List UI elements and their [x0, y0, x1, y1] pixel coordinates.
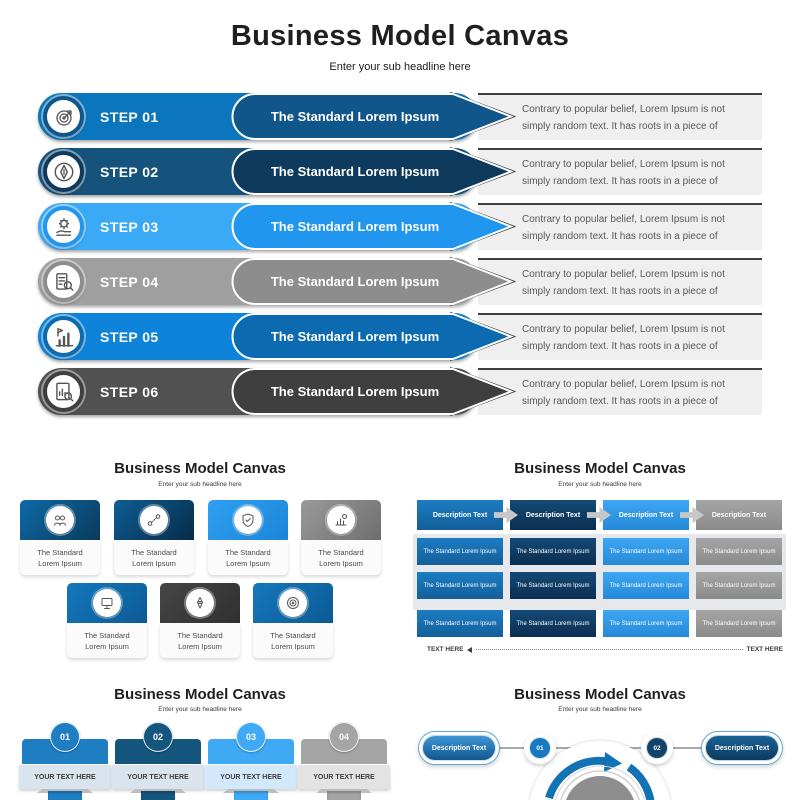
step-banner-shape: [231, 91, 517, 142]
hand-gear-icon: [43, 206, 84, 247]
step-number-circle: 01: [50, 722, 80, 752]
column-text-panel: YOUR TEXT HERE: [298, 765, 390, 789]
thumb-subtitle: Enter your sub headline here: [558, 706, 642, 713]
step-row: Contrary to popular belief, Lorem Ipsum …: [38, 146, 762, 197]
left-arrowhead-icon: [467, 646, 473, 653]
thumb-title: Business Model Canvas: [514, 686, 686, 703]
description-capsule-left: Description Text: [418, 731, 500, 765]
step-row: Contrary to popular belief, Lorem Ipsum …: [38, 311, 762, 362]
route-icon: [140, 506, 168, 534]
matrix-cell: The Standard Lorem Ipsum: [417, 610, 503, 637]
pen-tool-icon: [186, 589, 214, 617]
ribbon: [327, 791, 361, 800]
step-banner-shape: [231, 311, 517, 362]
step-description: Contrary to popular belief, Lorem Ipsum …: [478, 258, 762, 305]
page-title: Business Model Canvas: [230, 20, 570, 52]
pen-nib-icon: [43, 151, 84, 192]
shield-icon: [234, 506, 262, 534]
step-description: Contrary to popular belief, Lorem Ipsum …: [478, 313, 762, 360]
step-banner-label: The Standard Lorem Ipsum: [270, 329, 440, 344]
matrix-cell: The Standard Lorem Ipsum: [417, 538, 503, 565]
matrix-cell: The Standard Lorem Ipsum: [696, 572, 782, 599]
step-label: STEP 06: [100, 383, 159, 400]
matrix-cell: The Standard Lorem Ipsum: [603, 572, 689, 599]
step-number-circle: 03: [236, 722, 266, 752]
matrix-cell: The Standard Lorem Ipsum: [510, 572, 596, 599]
matrix-header: Description Text: [417, 500, 503, 530]
people-icon: [46, 506, 74, 534]
matrix-cell: The Standard Lorem Ipsum: [696, 610, 782, 637]
step-banner-label: The Standard Lorem Ipsum: [270, 164, 440, 179]
step-banner-label: The Standard Lorem Ipsum: [270, 219, 440, 234]
ribbon: [141, 791, 175, 800]
target-arrow-icon: [43, 96, 84, 137]
thumb-subtitle: Enter your sub headline here: [558, 481, 642, 488]
matrix-cell: The Standard Lorem Ipsum: [696, 538, 782, 565]
matrix-cell: The Standard Lorem Ipsum: [510, 610, 596, 637]
thumb-title: Business Model Canvas: [114, 686, 286, 703]
thumb-subtitle: Enter your sub headline here: [158, 706, 242, 713]
cycle-number-2: 02: [646, 737, 668, 759]
footer-left-label: TEXT HERE: [427, 646, 464, 653]
step-banner-shape: [231, 256, 517, 307]
step-label: STEP 01: [100, 108, 159, 125]
growth-chart-icon: [43, 316, 84, 357]
step-banner-shape: [231, 201, 517, 252]
matrix-cell: The Standard Lorem Ipsum: [417, 572, 503, 599]
matrix-cell: The Standard Lorem Ipsum: [603, 538, 689, 565]
step-banner-label: The Standard Lorem Ipsum: [270, 274, 440, 289]
step-description: Contrary to popular belief, Lorem Ipsum …: [478, 148, 762, 195]
column-text-panel: YOUR TEXT HERE: [205, 765, 297, 789]
matrix-header: Description Text: [510, 500, 596, 530]
matrix-header: Description Text: [696, 500, 782, 530]
step-label: STEP 02: [100, 163, 159, 180]
description-capsule-right: Description Text: [701, 731, 783, 765]
column-text-panel: YOUR TEXT HERE: [19, 765, 111, 789]
chart-gear-icon: [327, 506, 355, 534]
step-description: Contrary to popular belief, Lorem Ipsum …: [478, 203, 762, 250]
dotted-line: [476, 649, 743, 650]
step-label: STEP 05: [100, 328, 159, 345]
monitor-icon: [93, 589, 121, 617]
matrix-header: Description Text: [603, 500, 689, 530]
report-search-icon: [43, 371, 84, 412]
target-icon: [279, 589, 307, 617]
step-banner-label: The Standard Lorem Ipsum: [270, 384, 440, 399]
cycle-number-1: 01: [529, 737, 551, 759]
matrix-footer: TEXT HERE TEXT HERE: [427, 646, 783, 653]
column-text-panel: YOUR TEXT HERE: [112, 765, 204, 789]
step-number-circle: 02: [143, 722, 173, 752]
footer-right-label: TEXT HERE: [746, 646, 783, 653]
step-row: Contrary to popular belief, Lorem Ipsum …: [38, 91, 762, 142]
matrix-cell: The Standard Lorem Ipsum: [510, 538, 596, 565]
step-banner-shape: [231, 146, 517, 197]
step-description: Contrary to popular belief, Lorem Ipsum …: [478, 368, 762, 415]
step-number-circle: 04: [329, 722, 359, 752]
page-subtitle: Enter your sub headline here: [329, 61, 471, 73]
step-row: Contrary to popular belief, Lorem Ipsum …: [38, 366, 762, 417]
step-row: Contrary to popular belief, Lorem Ipsum …: [38, 256, 762, 307]
thumb-title: Business Model Canvas: [514, 460, 686, 477]
step-description: Contrary to popular belief, Lorem Ipsum …: [478, 93, 762, 140]
step-row: Contrary to popular belief, Lorem Ipsum …: [38, 201, 762, 252]
thumb-title: Business Model Canvas: [114, 460, 286, 477]
ribbon: [48, 791, 82, 800]
step-banner-label: The Standard Lorem Ipsum: [270, 109, 440, 124]
step-label: STEP 03: [100, 218, 159, 235]
matrix-cell: The Standard Lorem Ipsum: [603, 610, 689, 637]
thumb-subtitle: Enter your sub headline here: [158, 481, 242, 488]
cycle-diagram: [528, 739, 672, 800]
checklist-search-icon: [43, 261, 84, 302]
step-banner-shape: [231, 366, 517, 417]
step-label: STEP 04: [100, 273, 159, 290]
ribbon: [234, 791, 268, 800]
